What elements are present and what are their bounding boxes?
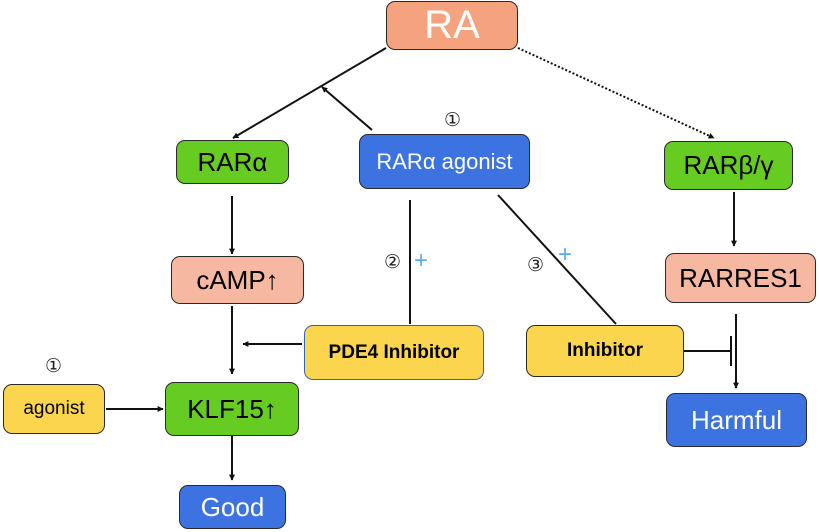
harmful-node: Harmful (666, 393, 807, 447)
dotted-arrow-ra-to-rar-beta-gamma (517, 47, 715, 139)
agonist-node: agonist (3, 384, 105, 434)
step2-marker: ② (384, 252, 402, 273)
pde4-inhibitor-node: PDE4 Inhibitor (304, 325, 484, 380)
step3-marker: ③ (527, 255, 545, 276)
rar-beta-gamma-node: RARβ/γ (664, 141, 793, 190)
klf15-node: KLF15↑ (165, 382, 299, 436)
arrow-ra-to-rar-alpha (232, 47, 387, 139)
step1-marker-top: ① (444, 110, 462, 131)
plus-sign-step2: + (414, 247, 429, 274)
good-node: Good (179, 485, 286, 529)
arrow-agonist-to-ra-link (321, 86, 373, 131)
rar-alpha-node: RARα (176, 140, 289, 184)
inhibitor-node: Inhibitor (526, 325, 684, 377)
rar-alpha-agonist-node: RARα agonist (359, 134, 530, 189)
line-agonist-to-inhibitor (497, 194, 617, 325)
step1-marker-left: ① (45, 356, 63, 377)
rarres1-node: RARRES1 (665, 253, 816, 303)
plus-sign-step3: + (558, 241, 573, 268)
ra-node: RA (386, 1, 518, 50)
camp-node: cAMP↑ (171, 256, 304, 304)
